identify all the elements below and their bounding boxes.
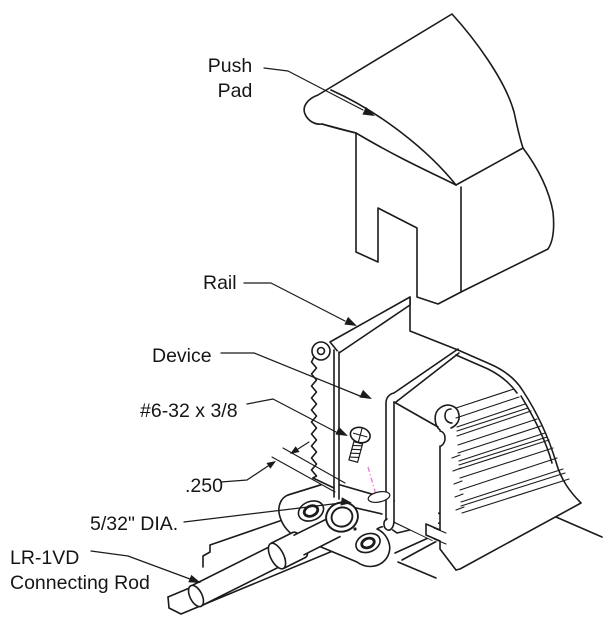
- push-pad: [303, 13, 555, 305]
- callout-device: Device: [152, 345, 372, 399]
- callout-offset-dimension-label: .250: [185, 475, 223, 497]
- ribbed-bumper-profile: [425, 388, 570, 571]
- callout-push-pad-label-2: Pad: [218, 80, 253, 102]
- callout-rail: Rail: [203, 272, 357, 326]
- callout-screw-label: #6-32 x 3/8: [140, 400, 238, 422]
- rail: [310, 296, 411, 500]
- callout-rail-label: Rail: [203, 272, 237, 294]
- connecting-rod: [187, 516, 341, 608]
- device-body: [382, 296, 603, 571]
- callout-screw: #6-32 x 3/8: [140, 398, 348, 436]
- callout-connecting-rod: LR-1VD Connecting Rod: [10, 547, 201, 594]
- callout-connecting-rod-label-1: LR-1VD: [10, 547, 79, 569]
- callout-hole-diameter-label: 5/32" DIA.: [90, 513, 178, 535]
- callout-connecting-rod-label-2: Connecting Rod: [10, 572, 150, 594]
- callout-push-pad: Push Pad: [208, 55, 375, 116]
- screw-hole: [367, 491, 391, 503]
- device-front-wall: [383, 348, 460, 531]
- callouts: Push Pad Rail Device #6-32 x 3/8 .250 5/…: [10, 55, 375, 594]
- callout-offset-dimension: .250: [185, 465, 269, 497]
- callout-hole-diameter: 5/32" DIA.: [90, 497, 352, 535]
- callout-push-pad-label-1: Push: [208, 55, 252, 77]
- bracket-hole-right: [355, 532, 381, 554]
- screw-centerline: [367, 466, 377, 494]
- callout-device-label: Device: [152, 345, 212, 367]
- rod-eyelet-ring: [325, 501, 359, 533]
- mounting-screw: [348, 426, 391, 503]
- dimension-250: [266, 441, 346, 493]
